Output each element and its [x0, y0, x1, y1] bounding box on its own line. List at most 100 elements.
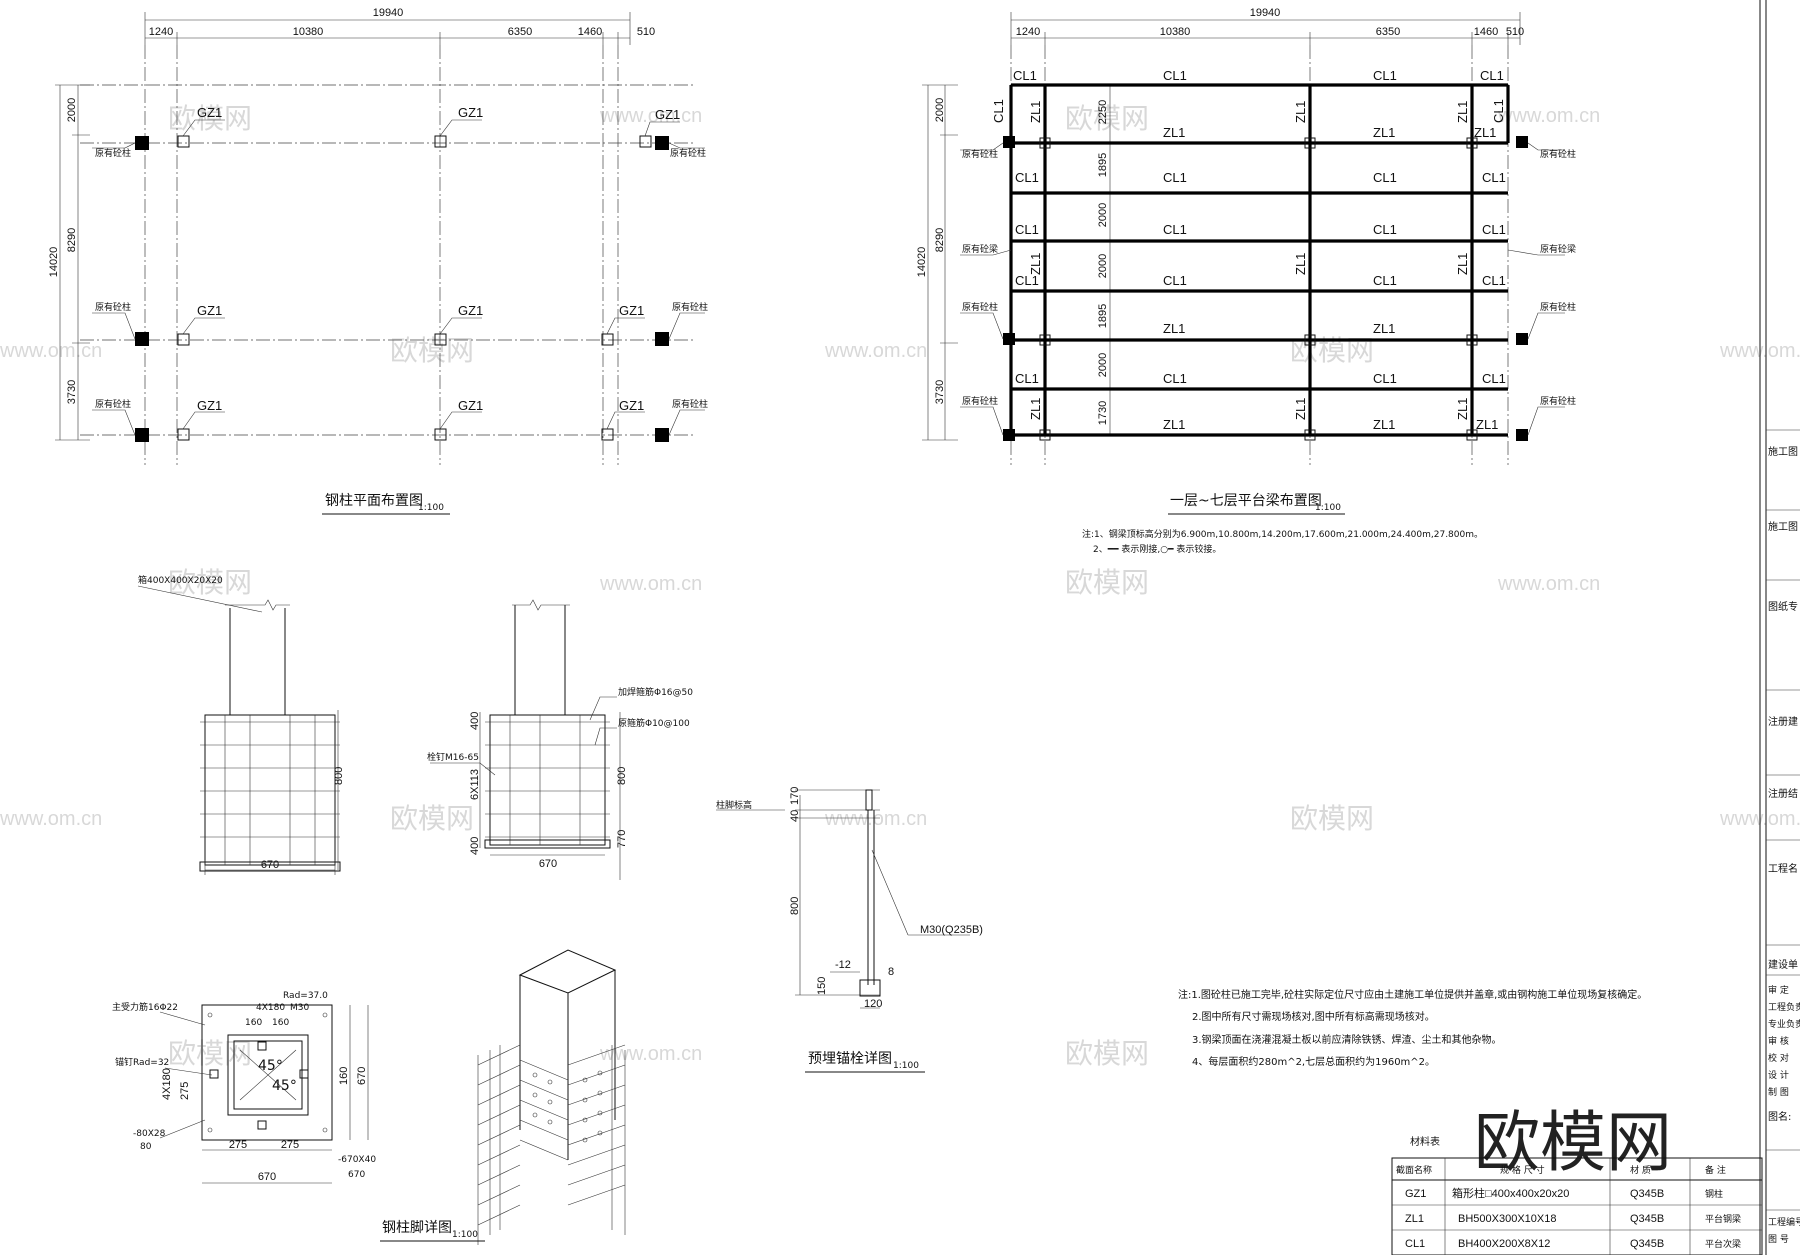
- table-cell: Q345B: [1630, 1188, 1664, 1200]
- table-cell: GZ1: [1405, 1188, 1426, 1200]
- existing-column: [135, 332, 149, 346]
- steel-column: [1466, 334, 1478, 346]
- beam-tag: CL1: [991, 99, 1006, 123]
- column-foot-isometric: [477, 949, 626, 1245]
- brand-logo: 欧模网: [1474, 1104, 1672, 1181]
- drawing-scale: 1:100: [1315, 503, 1341, 513]
- general-notes: 注:1.图砼柱已施工完毕,砼柱实际定位尺寸应由土建施工单位提供并盖章,或由钢构施…: [1178, 988, 1647, 1068]
- dim-275: 275: [229, 1139, 247, 1151]
- plate-label: -670X40: [338, 1155, 376, 1165]
- drawing-scale: 1:100: [418, 503, 444, 513]
- dim-total: 19940: [1250, 7, 1281, 19]
- watermark: www.om.cn: [599, 1043, 702, 1065]
- base-plate-plan: 主受力筋16Φ22 Rad=37.0 4X180 M30 160 160 45°…: [112, 991, 376, 1184]
- beam-tag: ZL1: [1373, 125, 1395, 140]
- beam-tag: CL1: [1013, 68, 1037, 83]
- dim-400: 400: [469, 837, 481, 855]
- radius-label: Rad=37.0: [283, 991, 328, 1001]
- title-block-item: 图纸专: [1768, 600, 1798, 613]
- watermark: www.om.cn: [599, 105, 702, 127]
- steel-column: [1039, 429, 1051, 441]
- watermark: www.om.cn: [824, 340, 927, 362]
- watermark: 欧模网: [168, 566, 252, 599]
- steel-column: [1304, 334, 1316, 346]
- beam-tag: ZL1: [1293, 101, 1308, 123]
- dim-vert: 2000: [934, 98, 946, 122]
- column-tag: GZ1: [197, 398, 222, 413]
- dim-4x180: 4X180: [161, 1068, 173, 1100]
- m30-label: M30: [290, 1003, 309, 1013]
- beam-tag: ZL1: [1455, 253, 1470, 275]
- table-row: CL1 BH400X200X8X12 Q345B 平台次梁: [1405, 1238, 1741, 1250]
- steel-column: [434, 333, 447, 346]
- dim-160: 160: [245, 1018, 262, 1028]
- beam-tag: CL1: [1373, 170, 1397, 185]
- beam-tag: ZL1: [1028, 253, 1043, 275]
- existing-beam-label: 原有砼梁: [1540, 243, 1576, 255]
- existing-col-label: 原有砼柱: [962, 148, 998, 160]
- steel-column: [639, 135, 652, 148]
- column-tag: GZ1: [655, 107, 680, 122]
- existing-col-label: 原有砼柱: [1540, 395, 1576, 407]
- dim-275: 275: [281, 1139, 299, 1151]
- existing-column: [1003, 429, 1015, 441]
- column-tag: GZ1: [197, 105, 222, 120]
- dim-120: 120: [864, 998, 882, 1010]
- bolt: [299, 1069, 309, 1079]
- watermark: www.om.cn: [824, 808, 927, 830]
- watermark: 欧模网: [1290, 802, 1374, 835]
- table-cell: ZL1: [1405, 1213, 1424, 1225]
- dim-span: 1460: [578, 26, 602, 38]
- existing-column: [655, 136, 669, 150]
- dim-160: 160: [338, 1067, 350, 1085]
- dim-vert: 3730: [934, 380, 946, 404]
- table-cell: BH500X300X10X18: [1458, 1213, 1556, 1225]
- dim-160: 160: [272, 1018, 289, 1028]
- dim-span: 1240: [1016, 26, 1040, 38]
- signoff-row: 制 图: [1768, 1086, 1789, 1098]
- dim-span: 10380: [1160, 26, 1191, 38]
- dim-span: 6350: [1376, 26, 1400, 38]
- drawing-title: 钢柱脚详图: [382, 1220, 452, 1236]
- watermark: 欧模网: [1065, 1037, 1149, 1070]
- dim-span: 1460: [1474, 26, 1498, 38]
- beam-tag: CL1: [1373, 68, 1397, 83]
- watermark-layer: 欧模网 www.om.cn 欧模网 www.om.cn www.om.cn 欧模…: [0, 102, 1800, 1070]
- dim-total: 19940: [373, 7, 404, 19]
- watermark: www.om.cn: [1497, 105, 1600, 127]
- steel-column: [434, 428, 447, 441]
- existing-col-label: 原有砼柱: [672, 301, 708, 313]
- steel-column: [1039, 137, 1051, 149]
- existing-column: [1003, 136, 1015, 148]
- beam-note: 2、━━ 表示刚接,○━ 表示铰接。: [1093, 543, 1221, 555]
- bolt: [257, 1041, 267, 1051]
- bolt: [209, 1069, 219, 1079]
- signoff-row: 审 核: [1768, 1035, 1789, 1047]
- title-block-bottom: 图 号: [1768, 1234, 1789, 1245]
- beam-tag: CL1: [1163, 170, 1187, 185]
- dim-span: 6350: [508, 26, 532, 38]
- table-cell: 箱形柱□400x400x20x20: [1452, 1186, 1569, 1200]
- beam-tag: ZL1: [1163, 417, 1185, 432]
- beam-tag: CL1: [1482, 170, 1506, 185]
- dim-4x180: 4X180: [256, 1003, 285, 1013]
- watermark: 欧模网: [390, 802, 474, 835]
- steel-column: [1466, 137, 1478, 149]
- dim-vert: 8290: [934, 228, 946, 252]
- gz1-labels: GZ1 GZ1 GZ1 GZ1 GZ1 GZ1 GZ1 GZ1 GZ1: [182, 105, 680, 430]
- beam-tag: CL1: [1015, 371, 1039, 386]
- column-tag: GZ1: [619, 303, 644, 318]
- main-rebar-label: 主受力筋16Φ22: [112, 1001, 178, 1013]
- watermark: 欧模网: [168, 1037, 252, 1070]
- table-row: ZL1 BH500X300X10X18 Q345B 平台钢梁: [1405, 1213, 1741, 1225]
- signoff-row: 校 对: [1768, 1052, 1789, 1064]
- beam-tag: ZL1: [1163, 321, 1185, 336]
- dim-670: 670: [356, 1067, 368, 1085]
- dim-span: 510: [637, 26, 655, 38]
- signoff-row: 审 定: [1768, 984, 1789, 996]
- beam-tag: CL1: [1373, 371, 1397, 386]
- beam-tag: CL1: [1491, 99, 1506, 123]
- beam-tag: CL1: [1482, 371, 1506, 386]
- column-tag: GZ1: [197, 303, 222, 318]
- existing-column: [135, 136, 149, 150]
